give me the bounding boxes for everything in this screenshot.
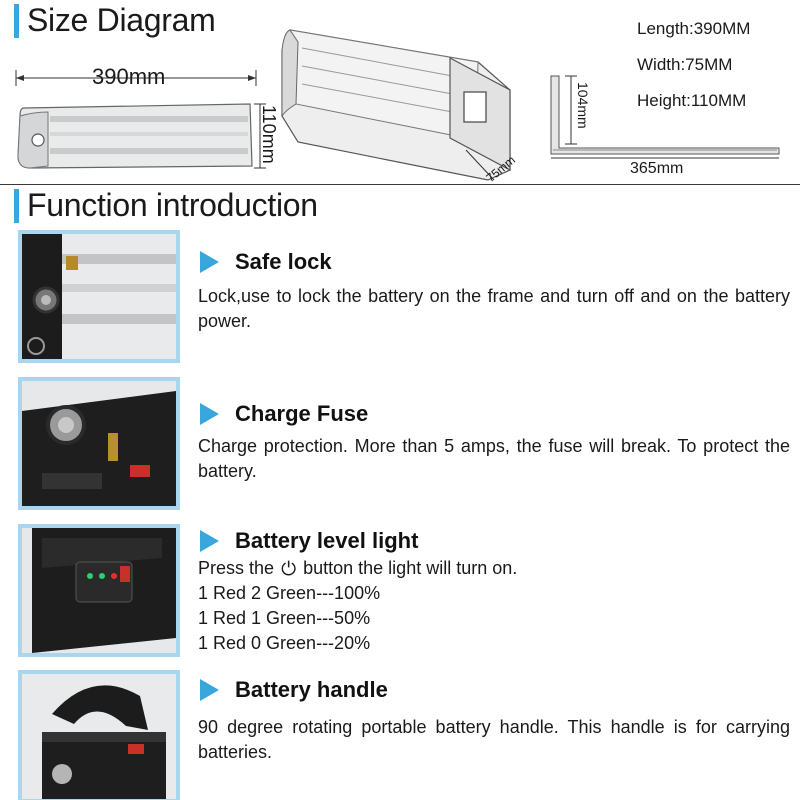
triangle-right-icon [200,679,219,701]
triangle-right-icon [200,251,219,273]
size-diagram-title: Size Diagram [27,2,216,38]
section-divider [0,184,800,185]
level-line-50: 1 Red 1 Green---50% [198,608,371,628]
feature-name: Battery level light [235,528,419,553]
press-before-text: Press the [198,558,275,578]
feature-name: Charge Fuse [235,401,369,426]
spec-height: Height:110MM [637,91,747,110]
spec-length: Length:390MM [637,19,751,38]
battery-handle-photo [18,670,180,800]
level-line-100: 1 Red 2 Green---100% [198,583,381,603]
feature-title-battery-handle: Battery handle [200,677,388,703]
length-dimension-label: 390mm [92,64,166,89]
feature-name: Safe lock [235,249,332,274]
mount-height-dimension-label: 104mm [575,82,591,129]
power-icon: ⏻ [281,559,297,580]
function-intro-header: Function introduction [14,187,318,224]
feature-description: Lock,use to lock the battery on the fram… [198,286,790,331]
feature-description: 90 degree rotating portable battery hand… [198,717,790,762]
size-diagram-header: Size Diagram [14,2,216,39]
feature-title-safe-lock: Safe lock [200,249,332,275]
level-line-20: 1 Red 0 Green---20% [198,633,371,653]
spec-width: Width:75MM [637,55,733,74]
triangle-right-icon [200,530,219,552]
feature-title-charge-fuse: Charge Fuse [200,401,368,427]
section-accent-bar [14,188,19,223]
feature-description: Charge protection. More than 5 amps, the… [198,436,790,481]
height-dimension-label: 110mm [259,105,279,164]
charge-fuse-photo [18,377,180,510]
feature-title-battery-level-light: Battery level light [200,528,418,554]
battery-perspective-view [281,29,511,181]
triangle-right-icon [200,403,219,425]
section-accent-bar [14,3,19,38]
mounting-plate-view [550,75,780,159]
feature-name: Battery handle [235,677,388,702]
press-after-text: button the light will turn on. [303,558,518,578]
mount-length-dimension-label: 365mm [630,160,684,177]
battery-side-view [15,70,266,169]
safe-lock-photo [18,230,180,363]
function-intro-title: Function introduction [27,187,318,223]
battery-level-light-photo [18,524,180,657]
press-button-instruction: Press the ⏻ button the light will turn o… [198,556,517,582]
